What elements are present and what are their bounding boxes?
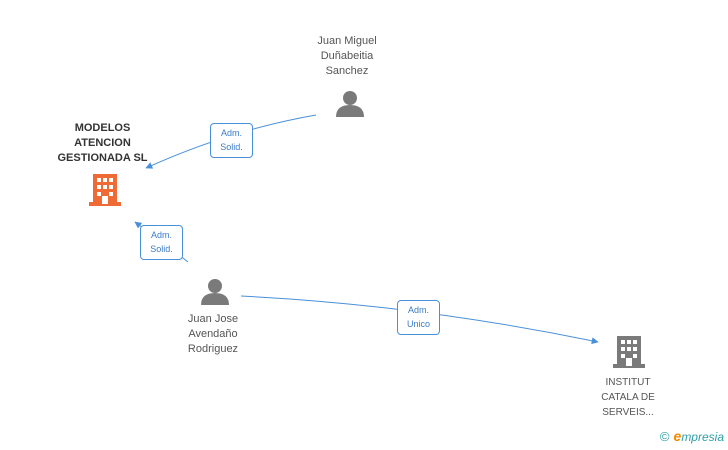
brand-initial: e — [673, 428, 682, 444]
edge-label-line: Adm. — [220, 128, 242, 138]
building-icon[interactable] — [89, 174, 121, 206]
node-label-juan-miguel[interactable]: Juan Miguel Duñabeitia Sanchez — [297, 34, 397, 79]
edge-label-adm-unico[interactable]: Adm. Unico — [397, 300, 440, 335]
copyright-icon: © — [659, 429, 670, 444]
edge-label-line: Solid. — [220, 142, 243, 152]
person-icon[interactable] — [336, 91, 364, 117]
node-label-line: SERVEIS... — [602, 407, 654, 418]
node-label-line: CATALA DE — [601, 392, 655, 403]
building-icon[interactable] — [613, 336, 645, 368]
edge-label-adm-solid[interactable]: Adm. Solid. — [210, 123, 253, 158]
node-label-line: INSTITUT — [605, 377, 651, 388]
edge-label-line: Solid. — [150, 244, 173, 254]
node-label-line: Rodriguez — [187, 343, 239, 355]
brand-name: mpresia — [681, 430, 724, 444]
node-label-line: Sanchez — [325, 65, 369, 77]
node-label-line: MODELOS — [74, 122, 131, 134]
edge-label-line: Unico — [406, 319, 430, 329]
node-label-line: Juan Miguel — [317, 35, 377, 47]
node-label-line: ATENCION — [74, 137, 131, 149]
node-label-modelos-atencion[interactable]: MODELOS ATENCION GESTIONADA SL — [40, 121, 165, 166]
edge-label-line: Adm. — [150, 230, 172, 240]
edge-label-line: Adm. — [407, 305, 429, 315]
brand-logo[interactable]: ©empresia — [660, 428, 724, 444]
node-label-line: Duñabeitia — [320, 50, 374, 62]
node-label-institut-catala[interactable]: INSTITUT CATALA DE SERVEIS... — [578, 375, 678, 420]
node-label-line: Avendaño — [188, 328, 238, 340]
edge-label-adm-solid[interactable]: Adm. Solid. — [140, 225, 183, 260]
person-icon[interactable] — [201, 279, 229, 305]
node-label-juan-jose[interactable]: Juan Jose Avendaño Rodriguez — [163, 312, 263, 357]
node-label-line: GESTIONADA SL — [57, 152, 148, 164]
node-label-line: Juan Jose — [187, 313, 239, 325]
